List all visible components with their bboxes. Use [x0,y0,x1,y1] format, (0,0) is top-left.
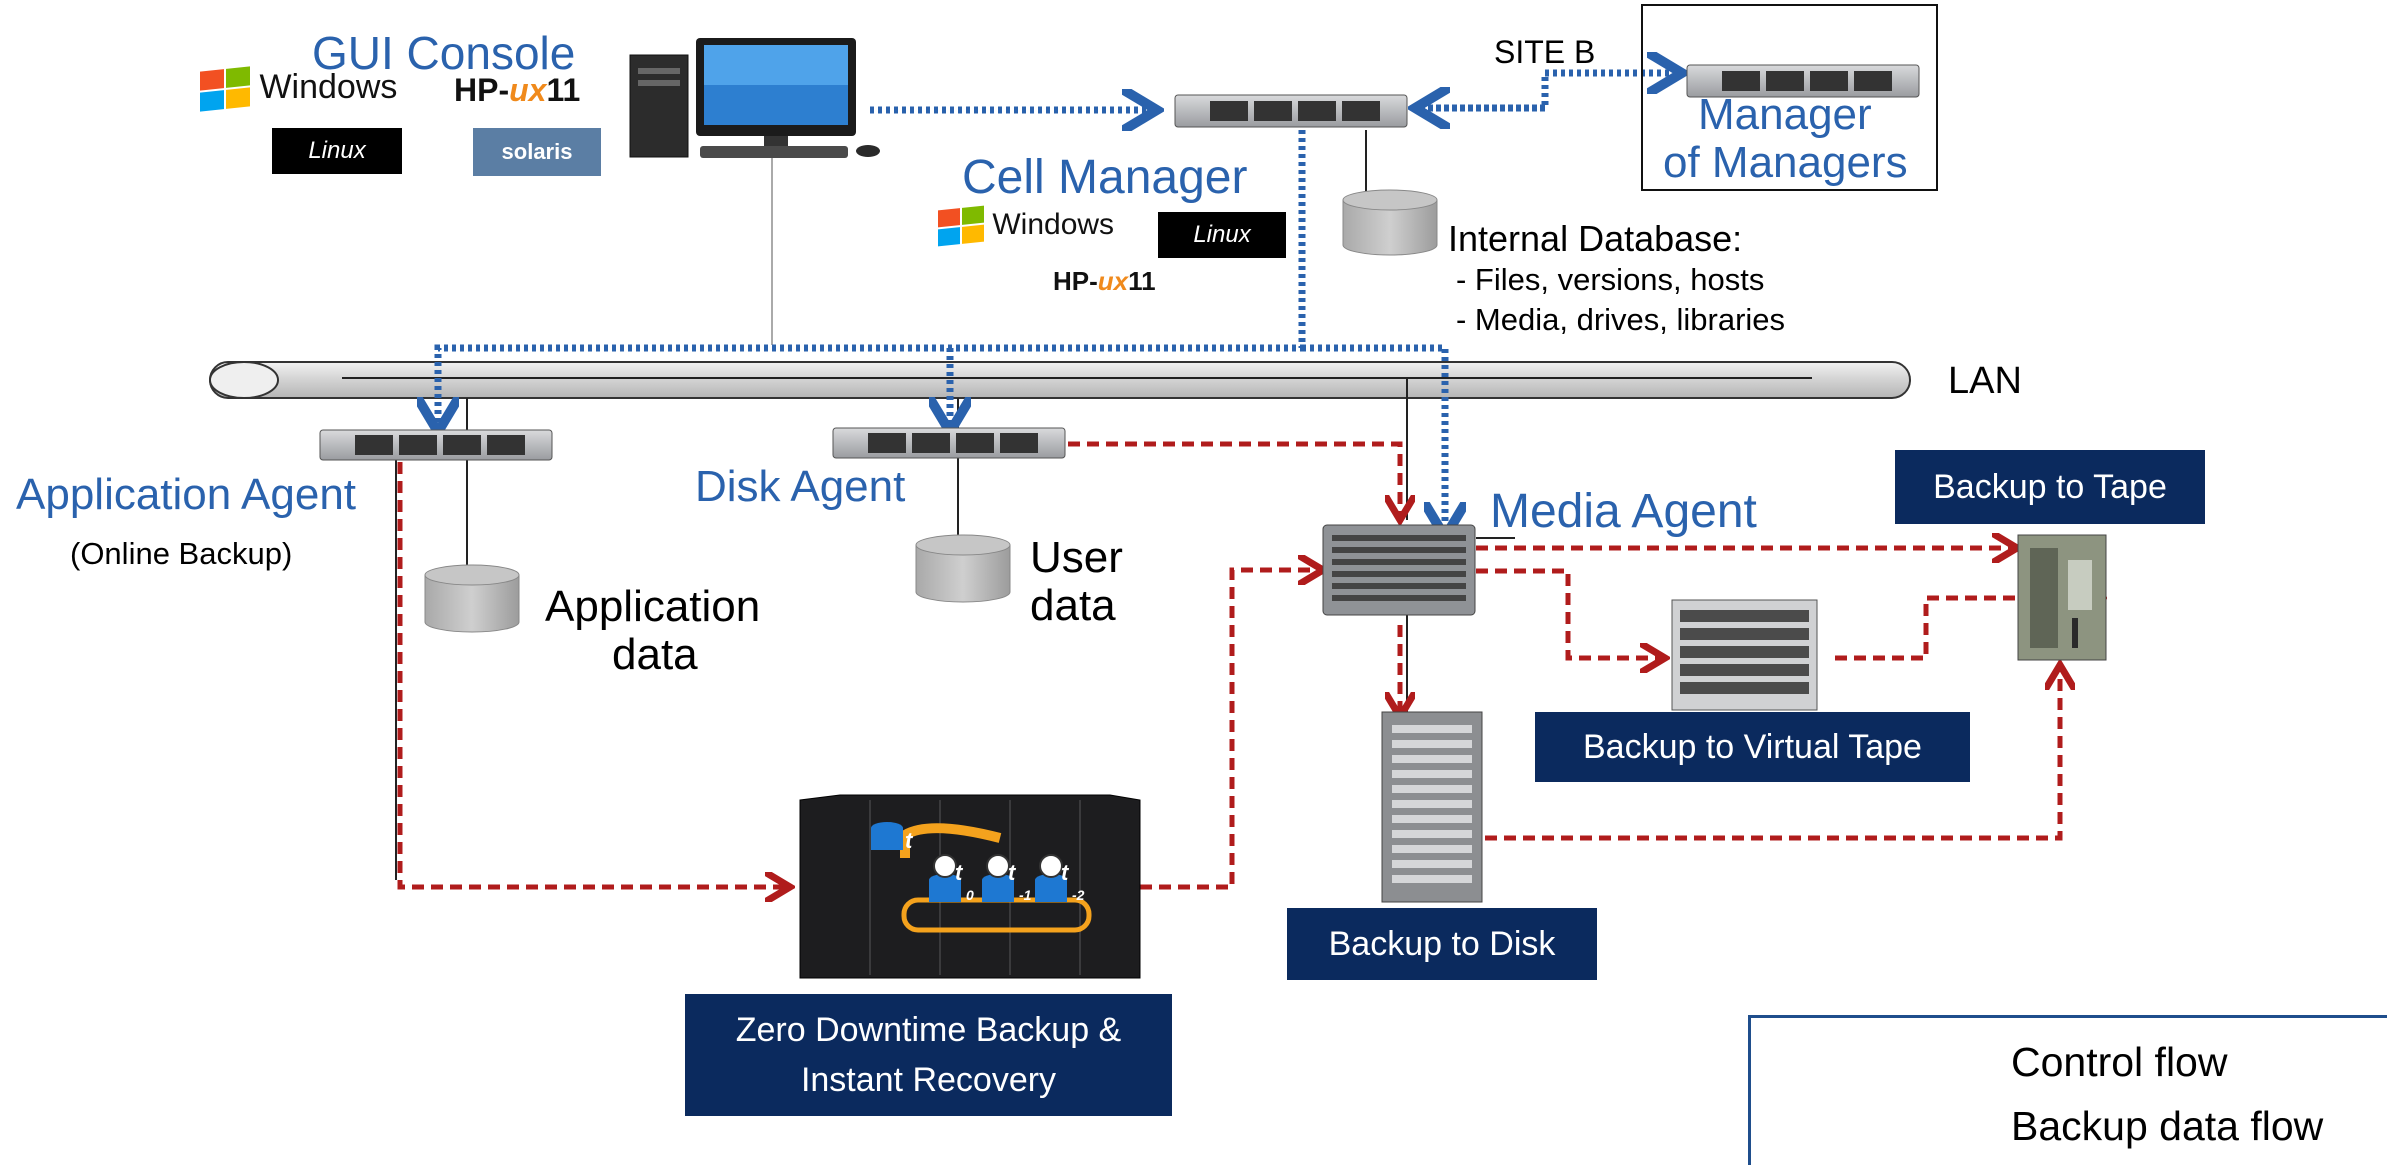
application-agent-subtitle: (Online Backup) [70,536,293,571]
backup-to-disk-box: Backup to Disk [1287,908,1597,980]
windows-flag-icon [200,66,250,112]
backup-to-virtual-tape-label: Backup to Virtual Tape [1583,727,1922,766]
disk-array-icon [1381,711,1483,903]
legend-backup-label: Backup data flow [2011,1102,2324,1149]
internal-db-item: - Files, versions, hosts [1456,262,1765,297]
application-data-line2: data [612,630,698,679]
cell-hpux-logo: HP-ux11 [1053,266,1156,297]
zdb-label-t0: t [955,860,964,885]
zdb-sub-2: -2 [1072,887,1085,903]
hpux-version: 11 [1128,266,1156,296]
zdb-snapshot-disks [871,822,1067,902]
mom-server-icon [1641,4,1938,191]
backup-to-tape-box: Backup to Tape [1895,450,2205,524]
tape-library-icon [2017,534,2107,661]
disk-agent-title: Disk Agent [695,462,906,511]
internal-db-title: Internal Database: [1448,218,1743,259]
cell-manager-server-icon [1174,94,1408,128]
hpux-prefix: HP- [1053,266,1098,296]
zero-downtime-backup-box: Zero Downtime Backup & Instant Recovery [685,994,1172,1116]
hpux-prefix: HP- [454,72,510,108]
cell-linux-logo: Linux [1158,212,1286,258]
lan-label: LAN [1948,360,2022,402]
hpux-mark: ux [1097,266,1129,296]
application-data-icon [424,564,520,633]
zdb-label-t-top: t [905,828,914,853]
user-data-line1: User [1030,533,1123,582]
site-b-label: SITE B [1494,34,1596,70]
legend: Control flow Backup data flow [1748,1015,2387,1165]
backup-to-virtual-tape-box: Backup to Virtual Tape [1535,712,1970,782]
internal-db-item: - Media, drives, libraries [1456,302,1786,337]
linux-logo: Linux [272,128,402,174]
hpux-logo: HP-ux11 [454,72,580,109]
cell-manager-title: Cell Manager [962,151,1248,204]
zdb-storage-icon: t t 0 t -1 t -2 [799,794,1141,979]
lan-pipe [209,361,1911,399]
application-data-line1: Application [545,582,761,631]
backup-to-tape-label: Backup to Tape [1933,467,2167,506]
zdb-label-line1: Zero Downtime Backup & [735,1011,1122,1049]
solaris-logo-text: solaris [501,139,573,164]
internal-database-icon [1342,189,1438,256]
windows-logo-text: Windows [259,68,398,106]
windows-logo: Windows [200,66,398,112]
disk-agent-server-icon [832,427,1066,459]
gui-console-title: GUI Console [312,27,576,79]
solaris-logo: solaris [473,128,601,176]
zdb-label-t2: t [1061,860,1070,885]
backup-to-disk-label: Backup to Disk [1328,924,1556,963]
user-data-line2: data [1030,581,1116,630]
linux-logo-text: Linux [308,137,366,164]
mom-title-line2: of Managers [1663,138,1908,187]
zdb-label-t1: t [1008,860,1017,885]
virtual-tape-icon [1671,599,1818,711]
cell-windows-logo: Windows [938,205,1115,247]
user-data-icon [915,534,1011,603]
cell-windows-logo-text: Windows [992,208,1115,241]
mom-title-line1: Manager [1698,90,1872,139]
legend-control-row: Control flow [2001,1032,2227,1092]
control-flow-paths [438,73,1675,530]
zdb-sub-0: 0 [966,887,974,903]
media-agent-title: Media Agent [1490,485,1757,538]
hpux-mark: ux [509,72,547,108]
cell-linux-logo-text: Linux [1193,221,1251,248]
hpux-version: 11 [546,72,581,108]
windows-flag-icon [938,205,984,247]
media-agent-server-icon [1322,524,1476,616]
workstation-icon [629,38,880,158]
application-agent-server-icon [319,429,553,461]
application-agent-title: Application Agent [16,470,357,519]
zdb-label-line2: Instant Recovery [800,1061,1057,1099]
legend-backup-row: Backup data flow [2001,1096,2323,1156]
legend-control-label: Control flow [2011,1038,2228,1085]
zdb-sub-1: -1 [1019,887,1032,903]
backup-flow-paths [397,441,2097,887]
